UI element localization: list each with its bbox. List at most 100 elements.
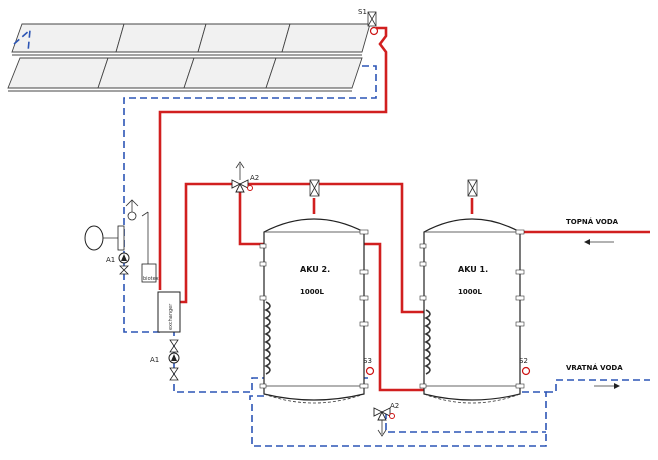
tank-aku1-volume: 1000L [458,288,482,296]
nozzle [259,261,267,267]
valve-a2-top-label: A2 [250,174,259,182]
return-output-label: VRATNÁ VODA [566,363,623,372]
vent-valve-icon [309,179,320,197]
pump-group-upper: biotex A1 [84,199,159,283]
three-way-valve-icon [235,182,245,193]
check-valve-icon [119,265,129,271]
nozzle [419,243,427,249]
nozzle [359,295,369,301]
three-way-valve-icon [380,407,391,417]
collection-tank-icon [141,263,157,283]
nozzle [259,295,267,301]
nozzle [359,269,369,275]
valve-a2-top: A2 [231,161,259,193]
three-way-valve-icon [231,179,242,189]
tank-aku1-body [423,218,521,401]
check-valve-icon [169,345,179,353]
heating-coil [424,309,431,375]
cold-pipes [13,28,650,447]
three-way-valve-icon [238,179,249,189]
nozzle [515,229,525,235]
nozzle [359,321,369,327]
pump-arrow-icon [121,254,127,261]
pump-a1-upper-label: A1 [106,256,115,264]
return-output: VRATNÁ VODA [566,363,623,389]
pump-arrow-icon [171,354,177,361]
cold-pipe-collector-return [123,65,377,333]
nozzle [359,229,369,235]
solar-panel [7,57,109,89]
check-valve-icon [119,269,129,275]
cold-pipe-aku2-bottom [249,395,264,404]
vent-valve-icon [367,11,377,27]
solar-panel [265,57,363,89]
nozzle [515,383,525,389]
solar-panel [197,23,291,53]
cold-pipe-a2-bottom [385,412,546,433]
tank-aku2: S3 AKU 2. 1000L [259,179,375,404]
valve-a2-bottom: A2 [373,402,399,437]
relief-pipe [141,211,149,217]
nozzle [419,295,427,301]
pump-a1-lower-label: A1 [150,356,159,364]
solar-collector-array [7,23,371,92]
solar-panel [115,23,207,53]
hot-pipes [158,26,650,392]
solar-panel [183,57,277,89]
vent-valve-icon [467,179,478,197]
heating-output: TOPNÁ VODA [566,217,619,245]
nozzle [515,321,525,327]
tank-aku1: S2 AKU 1. 1000L [419,179,531,404]
cold-pipe-pump-lower [173,318,372,393]
nozzle [419,383,427,389]
cold-pipe-collector-left [13,28,31,53]
hot-pipe-a2 [244,182,430,314]
expansion-vessel-icon [84,225,104,251]
nozzle [259,383,267,389]
valve-a2-bottom-label: A2 [390,402,399,410]
actuator-icon [389,413,395,419]
solar-panel [281,23,371,53]
arrow-down-icon [377,429,387,437]
arrow-right-icon [614,383,620,389]
exchanger-label: exchanger [168,303,174,330]
nozzle [359,383,369,389]
nozzle [515,295,525,301]
tank-aku2-volume: 1000L [300,288,324,296]
sensor-s3-label: S3 [363,357,372,365]
manometer-icon [117,225,125,251]
sensor-s1: S1 [358,8,379,36]
check-valve-icon [169,367,179,375]
nozzle [515,269,525,275]
sensor-icon [521,366,531,376]
pressure-gauge-icon [127,211,137,221]
tank-bottom-dome [423,393,521,404]
nozzle [419,261,427,267]
exchanger-body [157,291,181,333]
sensor-s2-label: S2 [519,357,528,365]
actuator-icon [247,185,253,191]
check-valve-icon [169,339,179,347]
sensor-icon [365,366,375,376]
tank-aku2-body [263,218,365,401]
heating-coil [264,301,271,375]
tank-bottom-dome [263,393,365,404]
solar-panel [97,57,195,89]
hot-pipe-aku2-in [238,190,264,246]
sensor-s1-label: S1 [358,8,367,16]
hot-pipe-aku-link [360,242,430,392]
check-valve-icon [169,373,179,381]
three-way-valve-icon [373,407,384,417]
heating-output-label: TOPNÁ VODA [566,217,619,226]
collection-tank-label: biotex [143,276,159,282]
cold-pipe-return-out [546,379,650,393]
cold-pipe-bottom-loop [251,391,547,447]
sensor-icon [369,26,379,36]
tank-aku2-name: AKU 2. [300,265,330,274]
heat-exchanger: exchanger [157,291,181,333]
hot-pipe-exchanger-out [180,182,236,304]
hot-pipe-collector [158,26,388,290]
arrow-up-icon [235,161,245,169]
pump-group-lower: A1 [150,339,180,381]
